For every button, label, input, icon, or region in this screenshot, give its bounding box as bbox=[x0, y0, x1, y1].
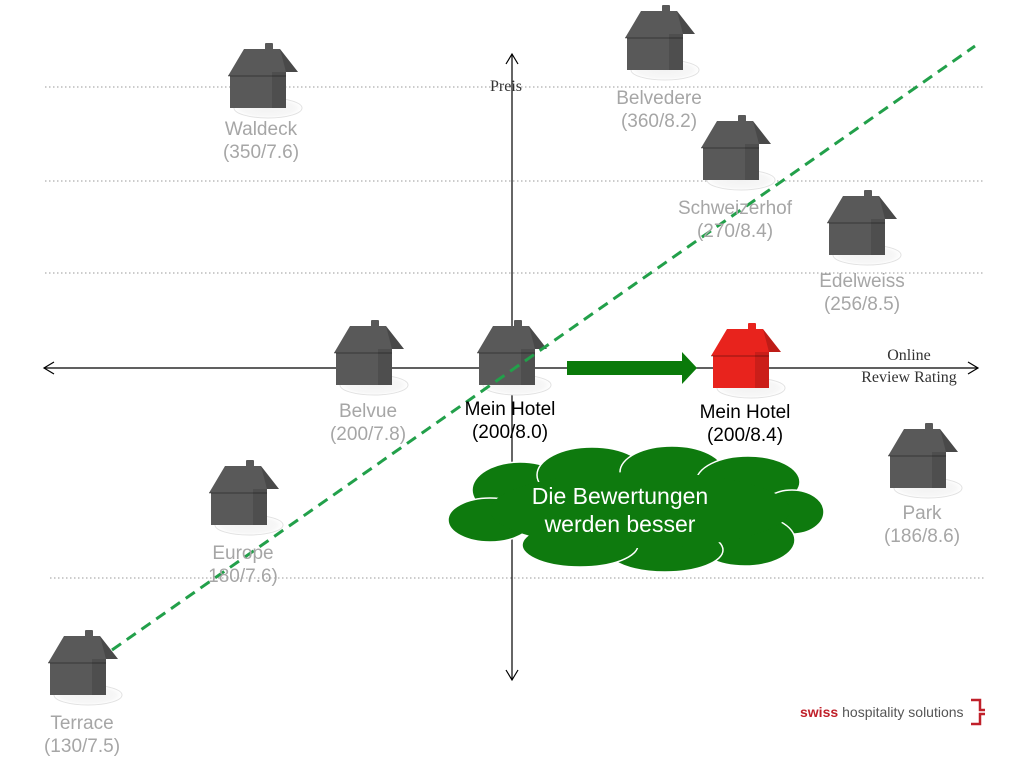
y-axis-arrow-top bbox=[505, 52, 519, 65]
hotel-label-schweizerhof: Schweizerhof (270/8.4) bbox=[678, 197, 792, 243]
hotel-values: (200/7.8) bbox=[329, 424, 407, 445]
house-schweizerhof bbox=[701, 115, 776, 191]
guide-lines bbox=[45, 86, 985, 579]
house-europe bbox=[209, 460, 284, 536]
hotel-name: Edelweiss bbox=[819, 271, 905, 292]
x-axis-arrow-left bbox=[42, 361, 55, 375]
house-belvue bbox=[334, 320, 409, 396]
hotel-label-mein-hotel-current: Mein Hotel (200/8.0) bbox=[465, 398, 556, 444]
x-axis-label: Online Review Rating bbox=[846, 345, 972, 389]
house-mein-hotel-current bbox=[477, 320, 552, 396]
house-markers bbox=[48, 5, 963, 706]
hotel-label-europe: Europe 180/7.6) bbox=[208, 542, 278, 588]
hotel-name: Schweizerhof bbox=[677, 198, 793, 219]
hotel-label-edelweiss: Edelweiss (256/8.5) bbox=[819, 270, 905, 316]
hotel-values: 180/7.6) bbox=[208, 566, 278, 587]
hotel-values: (350/7.6) bbox=[222, 142, 300, 163]
hotel-label-belvue: Belvue (200/7.8) bbox=[330, 400, 406, 446]
callout-line1: Die Bewertungen bbox=[531, 483, 709, 509]
hotel-name: Terrace bbox=[50, 713, 114, 734]
y-axis-label: Preis bbox=[490, 78, 522, 95]
hotel-name: Belvedere bbox=[616, 88, 702, 109]
house-waldeck bbox=[228, 43, 303, 119]
house-belvedere bbox=[625, 5, 700, 81]
house-edelweiss bbox=[827, 190, 902, 266]
hotel-values: (200/8.4) bbox=[706, 425, 784, 446]
hotel-name: Park bbox=[902, 503, 942, 524]
logo-brand: swiss bbox=[800, 704, 839, 720]
hotel-values: (360/8.2) bbox=[620, 111, 698, 132]
x-axis-label-line1: Online bbox=[887, 347, 931, 364]
hotel-label-belvedere: Belvedere (360/8.2) bbox=[616, 87, 702, 133]
x-axis-arrow-right bbox=[967, 361, 980, 375]
logo-text: hospitality solutions bbox=[842, 704, 964, 720]
hotel-name: Waldeck bbox=[224, 119, 298, 140]
hotel-name: Europe bbox=[212, 543, 274, 564]
hotel-label-mein-hotel-improved: Mein Hotel (200/8.4) bbox=[700, 401, 791, 447]
hotel-values: (200/8.0) bbox=[471, 422, 549, 443]
hotel-values: (186/8.6) bbox=[883, 526, 961, 547]
house-park bbox=[888, 423, 963, 499]
hotel-label-terrace: Terrace (130/7.5) bbox=[44, 712, 120, 758]
logo-bracket-icon bbox=[970, 698, 985, 726]
house-mein-hotel-improved bbox=[711, 323, 786, 399]
improvement-arrow-head bbox=[682, 352, 697, 384]
callout-cloud bbox=[447, 445, 825, 573]
x-axis-label-line2: Review Rating bbox=[861, 369, 957, 386]
hotel-name: Mein Hotel bbox=[464, 399, 556, 420]
callout-line2: werden besser bbox=[544, 511, 696, 537]
company-logo: swiss hospitality solutions bbox=[800, 698, 986, 726]
improvement-arrow bbox=[567, 352, 697, 384]
cloud-core bbox=[490, 472, 790, 548]
hotel-values: (130/7.5) bbox=[43, 736, 121, 757]
y-axis-arrow-bottom bbox=[505, 669, 519, 682]
trend-line bbox=[111, 44, 976, 652]
callout-text: Die Bewertungen werden besser bbox=[470, 482, 770, 538]
hotel-values: (270/8.4) bbox=[696, 221, 774, 242]
hotel-name: Mein Hotel bbox=[699, 402, 791, 423]
improvement-arrow-shaft bbox=[567, 361, 684, 375]
hotel-name: Belvue bbox=[338, 401, 398, 422]
house-terrace bbox=[48, 630, 123, 706]
hotel-label-waldeck: Waldeck (350/7.6) bbox=[223, 118, 299, 164]
hotel-label-park: Park (186/8.6) bbox=[884, 502, 960, 548]
hotel-values: (256/8.5) bbox=[823, 294, 901, 315]
